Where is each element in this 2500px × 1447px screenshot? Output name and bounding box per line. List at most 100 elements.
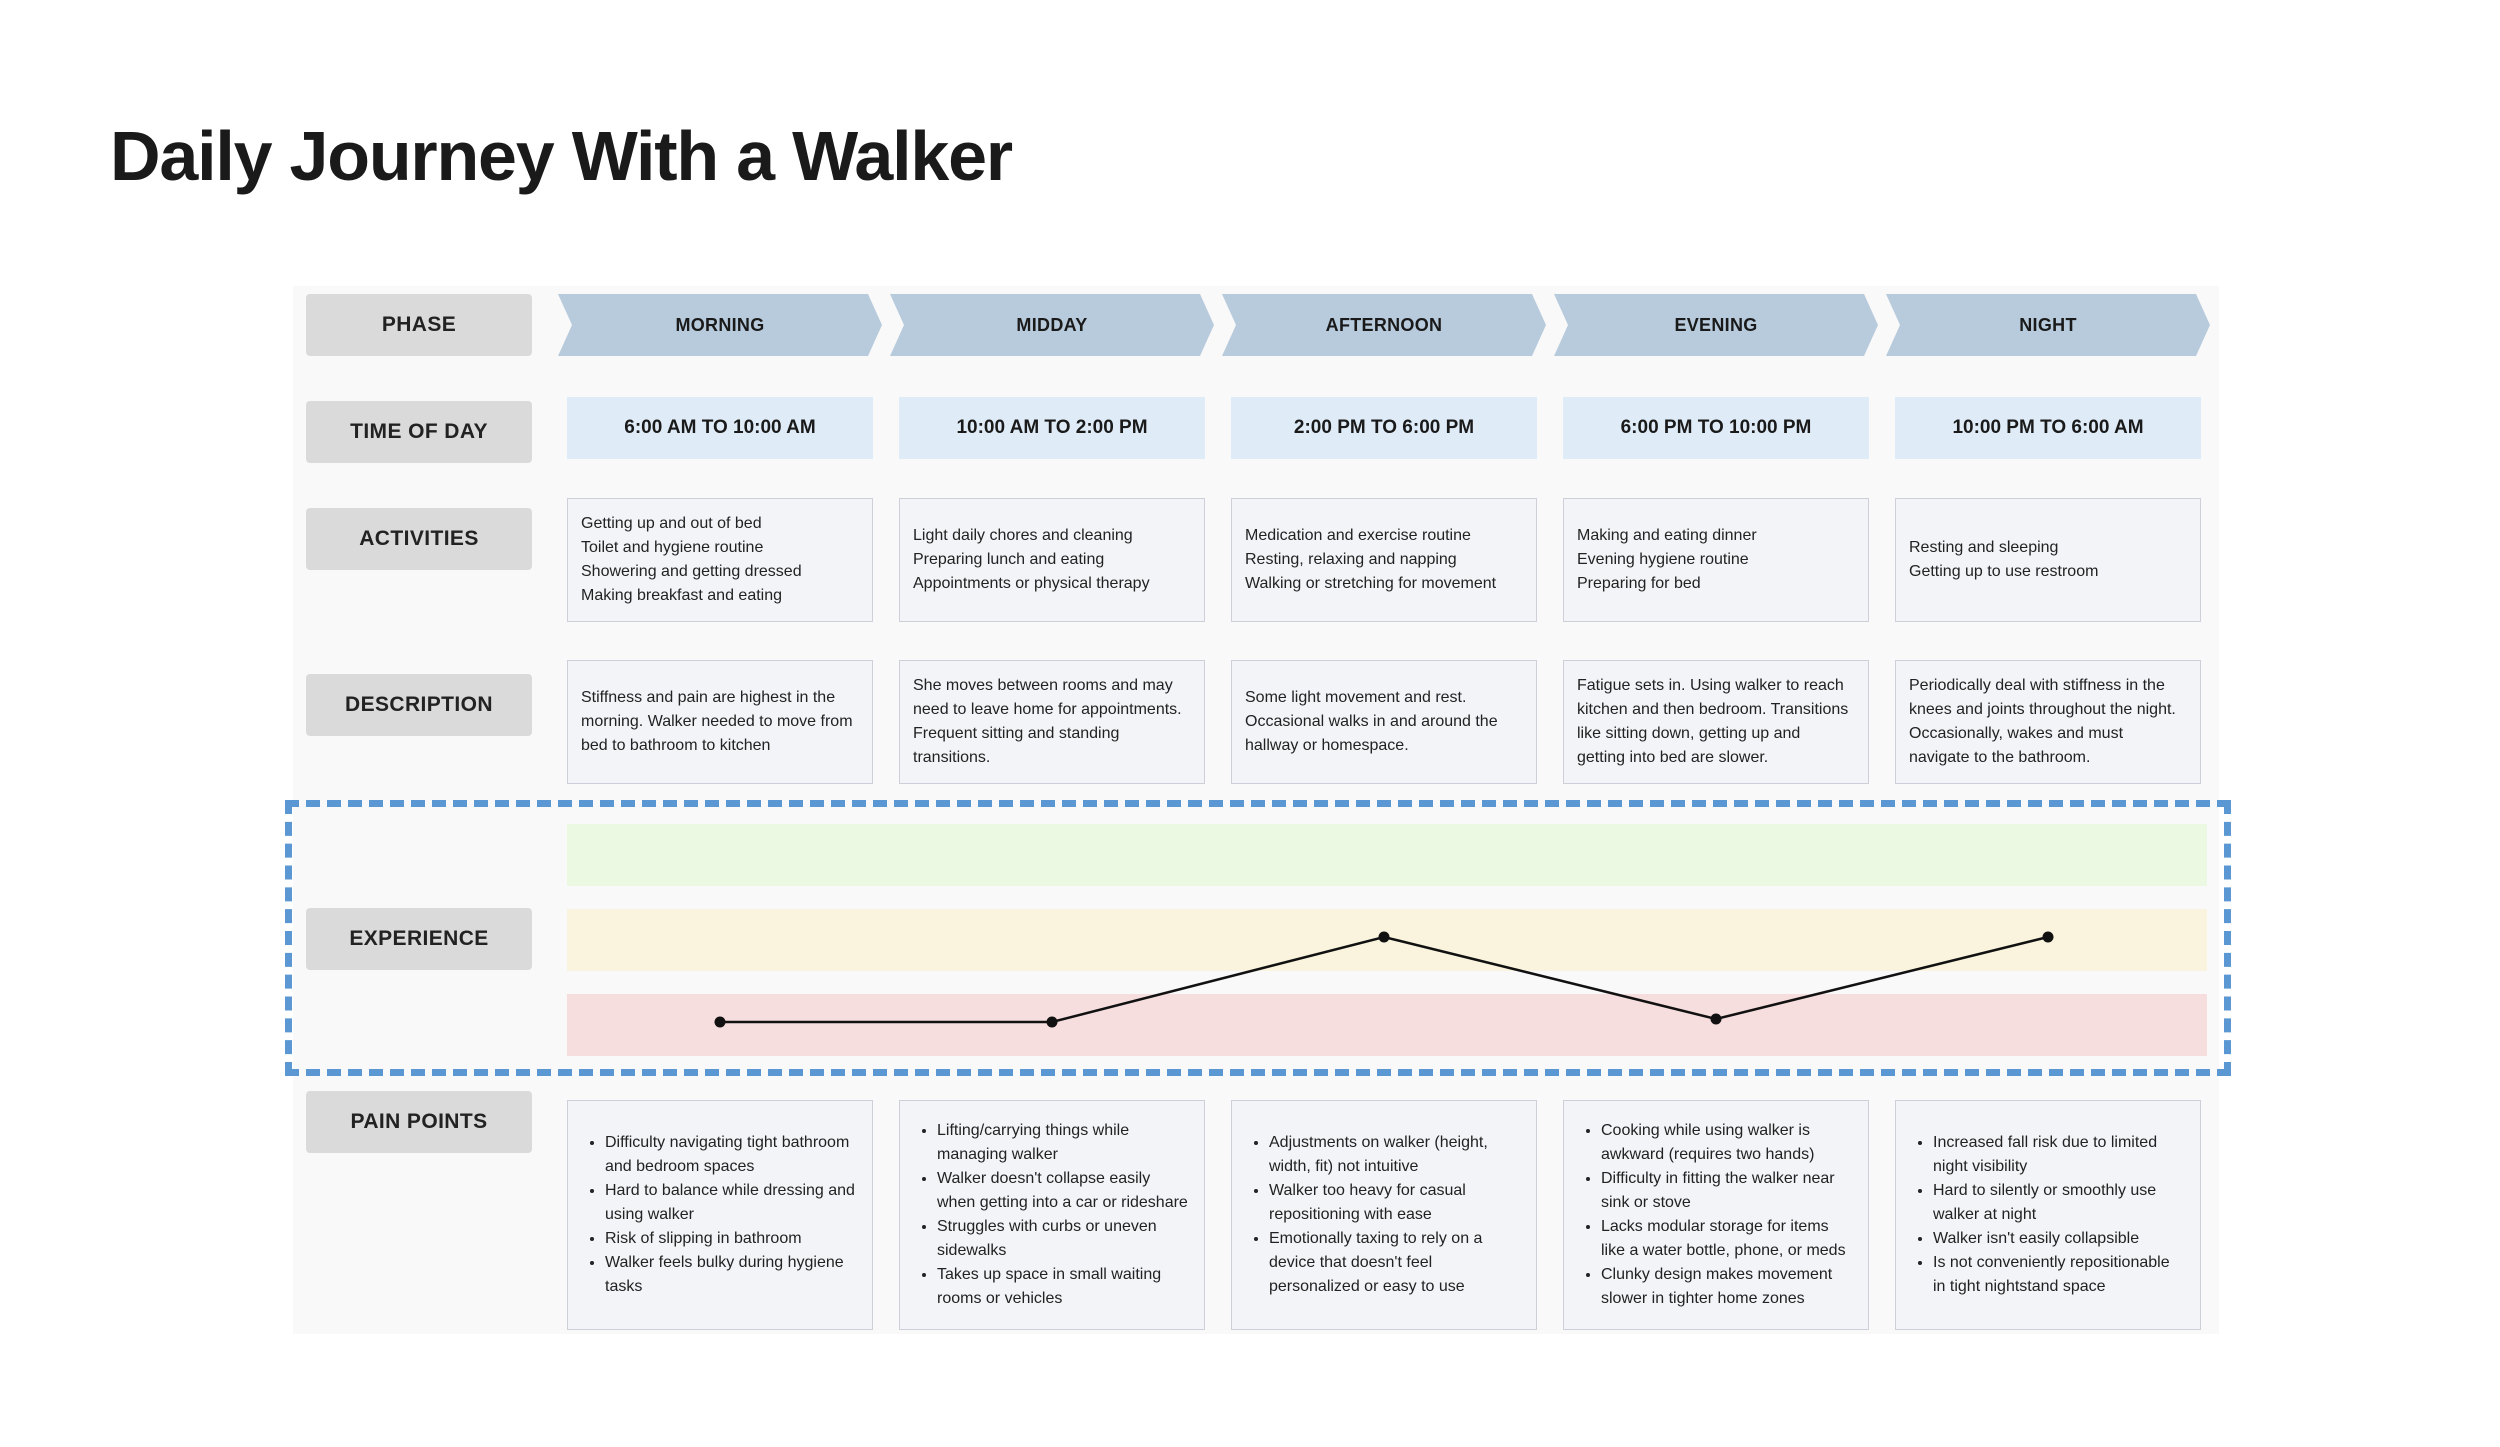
activities-card-afternoon: Medication and exercise routine Resting,… bbox=[1231, 498, 1537, 622]
activity-item: Appointments or physical therapy bbox=[913, 575, 1150, 592]
activity-item: Getting up to use restroom bbox=[1909, 563, 2099, 580]
activity-item: Light daily chores and cleaning bbox=[913, 527, 1133, 544]
pain-points-list: Difficulty navigating tight bathroomand … bbox=[581, 1131, 859, 1299]
phase-chevron-midday bbox=[890, 294, 1214, 356]
pain-point-item: Increased fall risk due to limitednight … bbox=[1933, 1131, 2187, 1179]
phase-chevron-evening bbox=[1554, 294, 1878, 356]
description-line: getting into bed are slower. bbox=[1577, 749, 1769, 766]
pain-point-item: Difficulty in fitting the walker nearsin… bbox=[1601, 1167, 1855, 1215]
description-line: like sitting down, getting up and bbox=[1577, 725, 1801, 742]
activity-item: Making breakfast and eating bbox=[581, 587, 783, 604]
activity-item: Medication and exercise routine bbox=[1245, 527, 1471, 544]
description-line: knees and joints throughout the night. bbox=[1909, 701, 2176, 718]
row-label-pain-points: PAIN POINTS bbox=[306, 1091, 532, 1153]
activity-item: Getting up and out of bed bbox=[581, 515, 762, 532]
experience-point-night bbox=[2042, 931, 2054, 943]
phase-label-midday: MIDDAY bbox=[1016, 314, 1088, 335]
page-title: Daily Journey With a Walker bbox=[110, 117, 1013, 195]
activity-item: Preparing for bed bbox=[1577, 575, 1701, 592]
phase-label-evening: EVENING bbox=[1674, 314, 1758, 335]
activity-item: Making and eating dinner bbox=[1577, 527, 1757, 544]
description-line: kitchen and then bedroom. Transitions bbox=[1577, 701, 1849, 718]
pain-points-card-morning: Difficulty navigating tight bathroomand … bbox=[567, 1100, 873, 1330]
time-of-day-evening: 6:00 PM TO 10:00 PM bbox=[1563, 397, 1869, 459]
phase-chevron-night bbox=[1886, 294, 2210, 356]
description-line: hallway or homespace. bbox=[1245, 737, 1409, 754]
pain-point-item: Adjustments on walker (height,width, fit… bbox=[1269, 1131, 1523, 1179]
activity-item: Preparing lunch and eating bbox=[913, 551, 1105, 568]
description-card-midday: She moves between rooms and may need to … bbox=[899, 660, 1205, 784]
description-line: bed to bathroom to kitchen bbox=[581, 737, 771, 754]
time-of-day-night: 10:00 PM TO 6:00 AM bbox=[1895, 397, 2201, 459]
description-line: She moves between rooms and may bbox=[913, 677, 1173, 694]
phase-label-morning: MORNING bbox=[675, 314, 765, 335]
phase-label-night: NIGHT bbox=[2019, 314, 2077, 335]
description-line: Frequent sitting and standing bbox=[913, 725, 1120, 742]
activities-card-night: Resting and sleeping Getting up to use r… bbox=[1895, 498, 2201, 622]
pain-points-card-afternoon: Adjustments on walker (height,width, fit… bbox=[1231, 1100, 1537, 1330]
activities-card-morning: Getting up and out of bed Toilet and hyg… bbox=[567, 498, 873, 622]
description-line: transitions. bbox=[913, 749, 991, 766]
row-label-phase: PHASE bbox=[306, 294, 532, 356]
description-line: need to leave home for appointments. bbox=[913, 701, 1182, 718]
description-line: morning. Walker needed to move from bbox=[581, 713, 853, 730]
pain-points-card-night: Increased fall risk due to limitednight … bbox=[1895, 1100, 2201, 1330]
experience-band-negative bbox=[567, 994, 2207, 1056]
pain-point-item: Risk of slipping in bathroom bbox=[605, 1227, 859, 1251]
experience-point-midday bbox=[1046, 1016, 1058, 1028]
time-of-day-midday: 10:00 AM TO 2:00 PM bbox=[899, 397, 1205, 459]
activity-item: Evening hygiene routine bbox=[1577, 551, 1749, 568]
time-of-day-afternoon: 2:00 PM TO 6:00 PM bbox=[1231, 397, 1537, 459]
experience-point-morning bbox=[714, 1016, 726, 1028]
pain-point-item: Hard to balance while dressing andusing … bbox=[605, 1179, 859, 1227]
pain-points-list: Increased fall risk due to limitednight … bbox=[1909, 1131, 2187, 1299]
phase-chevron-morning bbox=[558, 294, 882, 356]
pain-point-item: Walker too heavy for casualrepositioning… bbox=[1269, 1179, 1523, 1227]
row-label-experience: EXPERIENCE bbox=[306, 908, 532, 970]
experience-band-positive bbox=[567, 824, 2207, 886]
activities-card-evening: Making and eating dinner Evening hygiene… bbox=[1563, 498, 1869, 622]
description-line: Occasional walks in and around the bbox=[1245, 713, 1498, 730]
pain-point-item: Walker isn't easily collapsible bbox=[1933, 1227, 2187, 1251]
description-card-afternoon: Some light movement and rest. Occasional… bbox=[1231, 660, 1537, 784]
description-line: Some light movement and rest. bbox=[1245, 689, 1467, 706]
row-label-activities: ACTIVITIES bbox=[306, 508, 532, 570]
time-of-day-morning: 6:00 AM TO 10:00 AM bbox=[567, 397, 873, 459]
activity-item: Resting and sleeping bbox=[1909, 539, 2059, 556]
activities-card-midday: Light daily chores and cleaning Preparin… bbox=[899, 498, 1205, 622]
phase-chevron-afternoon bbox=[1222, 294, 1546, 356]
experience-point-evening bbox=[1710, 1013, 1722, 1025]
phase-chevrons bbox=[558, 294, 2210, 356]
description-line: Periodically deal with stiffness in the bbox=[1909, 677, 2165, 694]
description-card-morning: Stiffness and pain are highest in the mo… bbox=[567, 660, 873, 784]
pain-points-list: Adjustments on walker (height,width, fit… bbox=[1245, 1131, 1523, 1299]
phase-label-afternoon: AFTERNOON bbox=[1325, 314, 1443, 335]
description-line: Occasionally, wakes and must bbox=[1909, 725, 2124, 742]
description-card-evening: Fatigue sets in. Using walker to reach k… bbox=[1563, 660, 1869, 784]
description-line: Fatigue sets in. Using walker to reach bbox=[1577, 677, 1844, 694]
row-label-description: DESCRIPTION bbox=[306, 674, 532, 736]
activity-item: Walking or stretching for movement bbox=[1245, 575, 1497, 592]
description-card-night: Periodically deal with stiffness in the … bbox=[1895, 660, 2201, 784]
activity-item: Toilet and hygiene routine bbox=[581, 539, 764, 556]
activity-item: Resting, relaxing and napping bbox=[1245, 551, 1457, 568]
description-line: Stiffness and pain are highest in the bbox=[581, 689, 836, 706]
experience-highlight-frame bbox=[285, 800, 2231, 1076]
row-label-time-of-day: TIME OF DAY bbox=[306, 401, 532, 463]
